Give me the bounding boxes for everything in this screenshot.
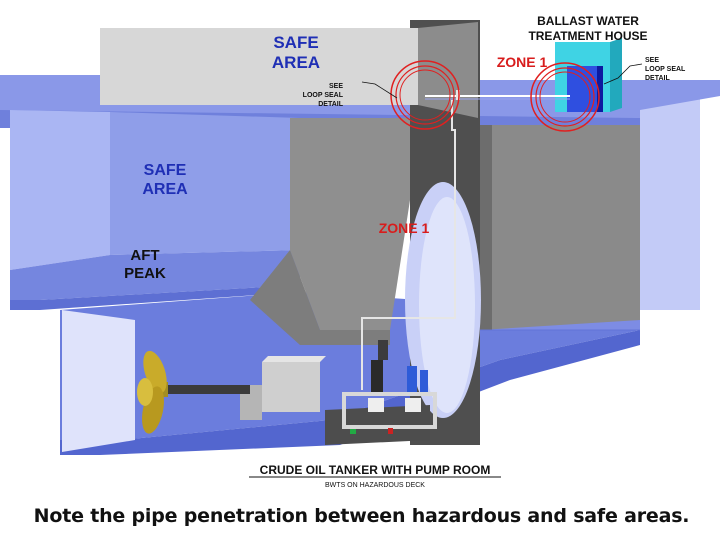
riser-pipe bbox=[361, 100, 456, 390]
bwts-house-label-1: BALLAST WATER bbox=[537, 14, 639, 28]
pump-pipe-leg-left bbox=[342, 392, 346, 429]
propeller-shaft bbox=[165, 385, 250, 394]
safe-area-interior bbox=[110, 112, 300, 255]
pump-motor-right-2 bbox=[420, 370, 428, 392]
aft-peak-label-2: PEAK bbox=[124, 265, 166, 282]
loop-seal-ring-right-mid bbox=[535, 67, 595, 127]
valve-green bbox=[350, 429, 356, 434]
see-loop-left-2: LOOP SEAL bbox=[303, 92, 344, 99]
pump-body-left bbox=[368, 398, 384, 412]
pump-motor-right bbox=[407, 366, 417, 392]
pump-body-right bbox=[405, 398, 421, 412]
engine-block-top bbox=[262, 356, 326, 362]
safe-area-left-label-1: SAFE bbox=[144, 162, 187, 179]
propeller-blade-mid bbox=[137, 378, 153, 406]
pump-pipe-frame-low bbox=[342, 425, 437, 429]
deckhouse-front bbox=[100, 28, 418, 105]
pump-pipe-leg-right bbox=[433, 392, 437, 429]
tanker-diagram: SAFE AREA SAFE AREA AFT PEAK ZONE 1 ZONE… bbox=[0, 14, 720, 489]
safe-area-top-label-1: SAFE bbox=[273, 33, 318, 52]
diagram-subtitle: BWTS ON HAZARDOUS DECK bbox=[325, 482, 425, 489]
bulkhead-opening-inner bbox=[419, 197, 475, 413]
safe-area-left-label-2: AREA bbox=[142, 181, 188, 198]
engine-block bbox=[262, 362, 320, 412]
pump-motor-left-cap bbox=[378, 340, 388, 360]
deck-pipe-fitting bbox=[456, 90, 460, 100]
loop-seal-ring-left-mid bbox=[395, 65, 455, 125]
pump-pipe-frame bbox=[342, 392, 437, 396]
loop-seal-ring-left-inner bbox=[399, 69, 451, 121]
zone1-top-label: ZONE 1 bbox=[497, 54, 548, 70]
leader-left bbox=[361, 81, 398, 99]
pump-motor-left bbox=[371, 360, 383, 392]
see-loop-right-1: SEE bbox=[645, 57, 659, 64]
see-loop-right-2: LOOP SEAL bbox=[645, 66, 686, 73]
aft-peak-label-1: AFT bbox=[130, 247, 159, 264]
right-hull-panel bbox=[640, 95, 700, 310]
loop-seal-ring-right-outer bbox=[530, 62, 600, 132]
aft-peak-deck-edge bbox=[10, 285, 300, 310]
aft-peak-wall bbox=[10, 110, 110, 270]
aft-peak-deck bbox=[10, 250, 300, 300]
engine-bulkhead bbox=[480, 125, 640, 330]
bwts-house-label-2: TREATMENT HOUSE bbox=[528, 29, 647, 43]
pump-room-funnel bbox=[250, 250, 390, 345]
loop-seal-ring-right-inner bbox=[539, 71, 591, 123]
zone1-mid-label: ZONE 1 bbox=[379, 220, 430, 236]
engine-bulkhead-shade bbox=[480, 125, 492, 330]
valve-red bbox=[388, 428, 393, 434]
figure-caption: Note the pipe penetration between hazard… bbox=[33, 505, 690, 527]
see-loop-right-3: DETAIL bbox=[645, 75, 670, 82]
bwts-house-door-frame bbox=[597, 66, 603, 112]
safe-area-top-label-2: AREA bbox=[272, 53, 320, 72]
stern-post bbox=[62, 310, 135, 452]
see-loop-left-3: DETAIL bbox=[318, 101, 343, 108]
loop-seal-ring-left-outer bbox=[390, 60, 460, 130]
see-loop-left-1: SEE bbox=[329, 83, 343, 90]
bwts-house-side bbox=[610, 38, 622, 112]
pump-room-upper bbox=[290, 118, 410, 330]
diagram-title: CRUDE OIL TANKER WITH PUMP ROOM bbox=[260, 463, 491, 477]
leader-right bbox=[603, 63, 643, 85]
